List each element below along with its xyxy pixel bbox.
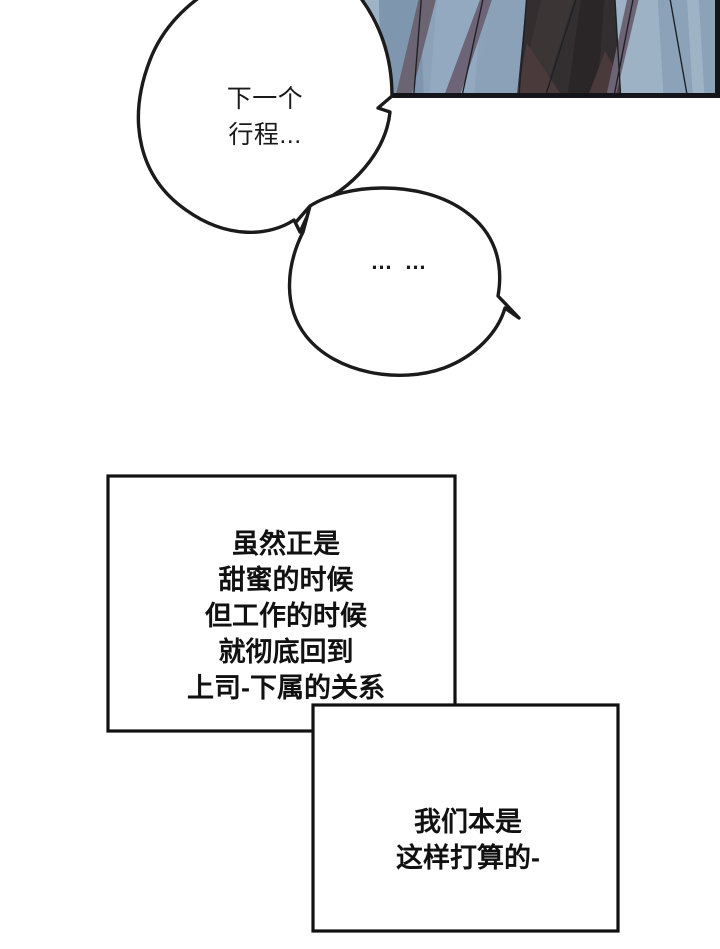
- fabric-seam-lines: [413, 0, 688, 93]
- fold-highlight-corner: [336, 11, 372, 93]
- narration-box-lower-text: 我们本是 这样打算的-: [396, 807, 540, 873]
- fold-mauve-b: [445, 0, 492, 93]
- suit-fabric-artwork: [336, 0, 715, 93]
- fold-blue-c: [474, 0, 527, 93]
- fold-blue-b: [429, 0, 482, 93]
- narration-box-upper-text: 虽然正是 甜蜜的时候 但工作的时候 就彻底回到 上司-下属的关系: [187, 529, 385, 703]
- art-panel: [331, 0, 720, 98]
- fold-mauve-c: [606, 0, 639, 93]
- narration-overlap-mask: [316, 708, 452, 728]
- speech-bubble-upper-text: 下一个 行程...: [226, 85, 304, 149]
- fold-blue-e: [657, 0, 693, 93]
- speech-bubble-lower-shape: [287, 186, 521, 378]
- narration-box-layer: [0, 455, 720, 949]
- narration-box-lower-shape: [311, 703, 620, 933]
- fold-mauve-a: [396, 0, 436, 93]
- fold-blue-f: [687, 0, 705, 93]
- speech-bubble-lower-text: … …: [370, 249, 430, 274]
- suit-dark-fold-b: [567, 0, 605, 93]
- suit-dark-fold-c: [517, 43, 561, 93]
- narration-box-upper-shape: [106, 474, 457, 733]
- narration-box-shapes: [106, 474, 620, 933]
